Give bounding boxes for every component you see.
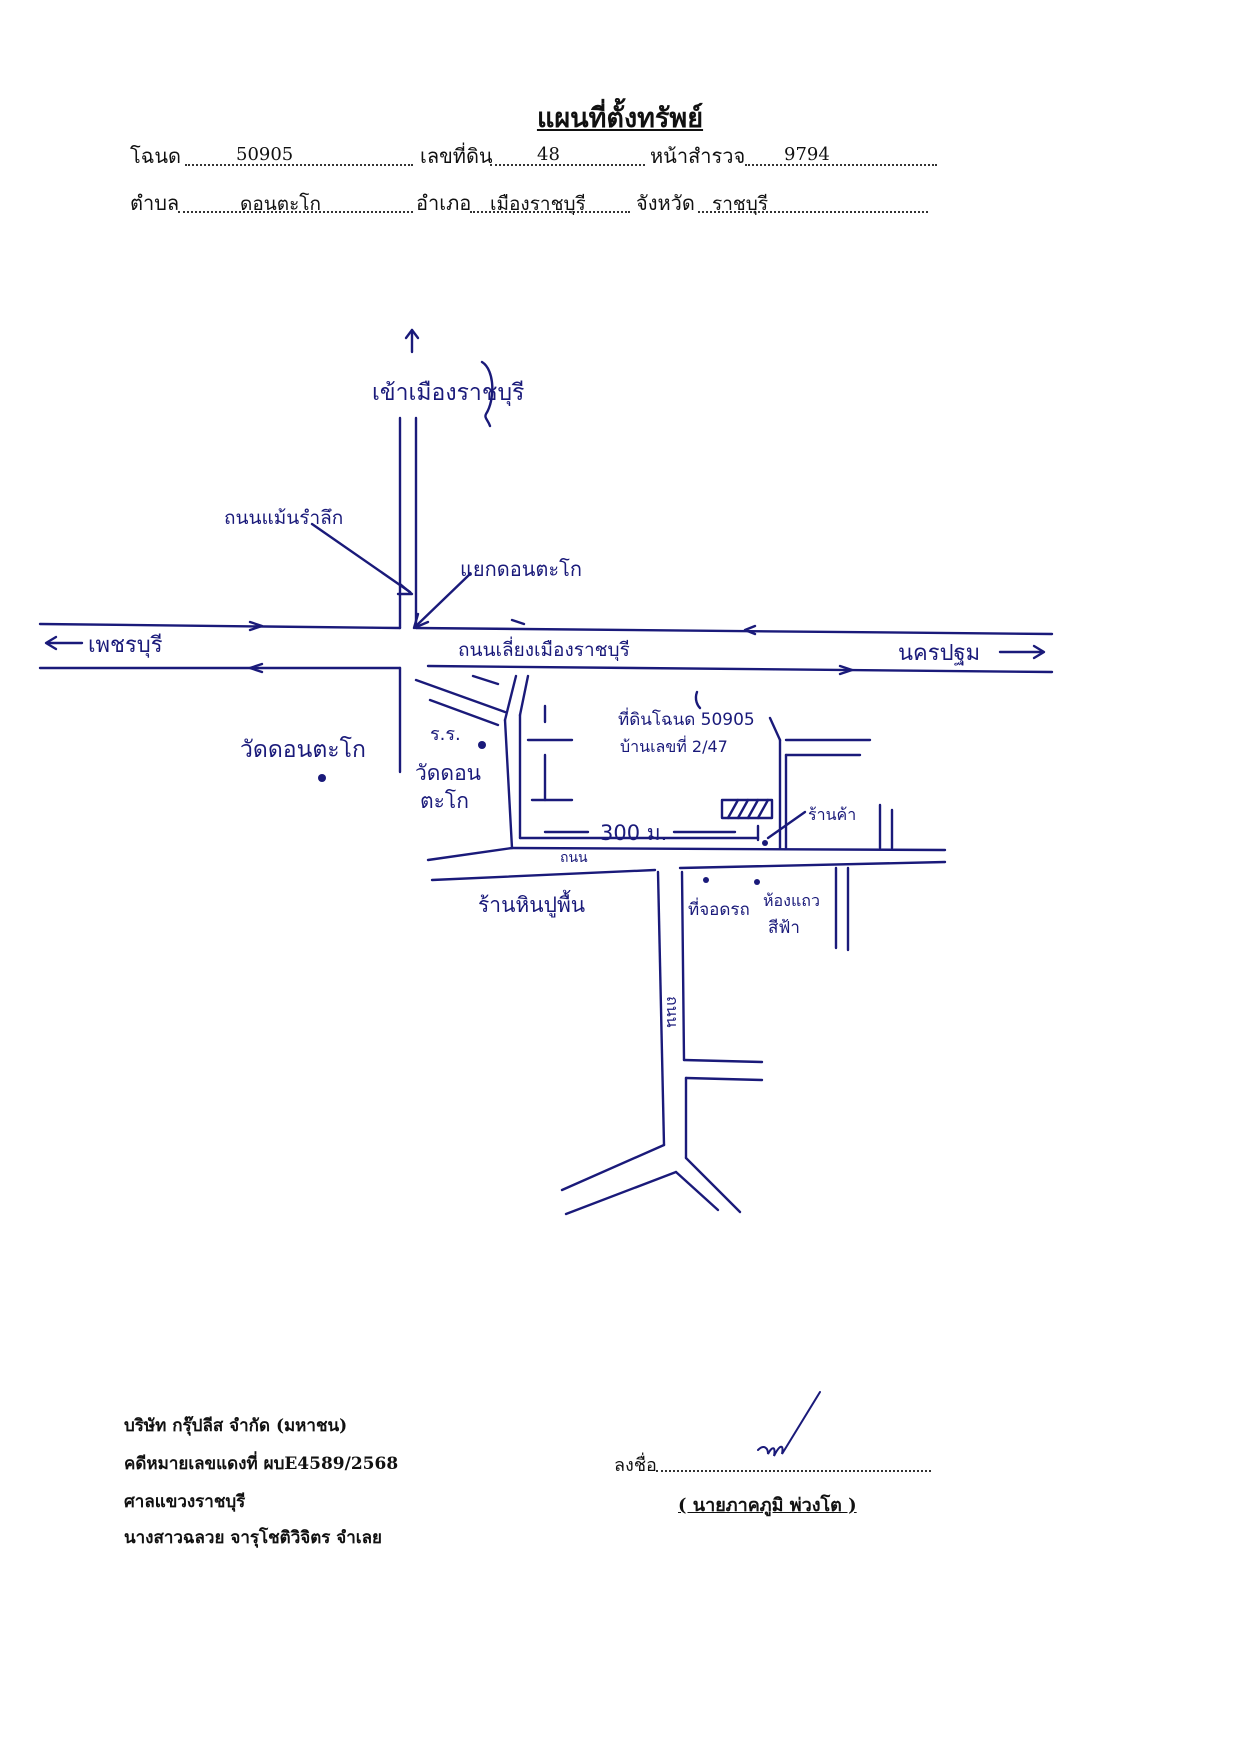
label-road-vertical: ถนน xyxy=(663,996,682,1028)
map-landmarks xyxy=(318,741,768,885)
map-roads xyxy=(38,328,1054,1216)
label-east: นครปฐม xyxy=(898,641,980,666)
shop-dot xyxy=(762,840,768,846)
label-distance: 300 ม. xyxy=(600,821,667,845)
signature-mark xyxy=(757,1391,821,1457)
school-dot xyxy=(478,741,486,749)
deed-dotline xyxy=(185,164,413,166)
district-label: อำเภอ xyxy=(416,191,472,215)
label-school-3: ตะโก xyxy=(420,789,469,813)
land-no-value: 48 xyxy=(537,144,560,165)
label-junction: แยกดอนตะโก xyxy=(460,557,582,581)
page-title: แผนที่ตั้งทรัพย์ xyxy=(536,103,704,134)
land-no-dotline xyxy=(490,164,645,166)
label-parking: ที่จอดรถ xyxy=(688,897,750,920)
map-labels: เข้าเมืองราชบุรี ถนนแม้นรำลึก แยกดอนตะโก… xyxy=(88,380,980,1028)
label-property-1: ที่ดินโฉนด 50905 xyxy=(618,707,755,730)
province-value: ราชบุรี xyxy=(712,193,769,215)
label-north-road: เข้าเมืองราชบุรี xyxy=(372,380,524,406)
label-school-1: ร.ร. xyxy=(430,724,461,745)
label-shop: ร้านค้า xyxy=(808,805,856,824)
label-toilet-2: สีฟ้า xyxy=(768,918,800,938)
subdistrict-label: ตำบล xyxy=(130,191,180,215)
field-row-2: ตำบล ดอนตะโก อำเภอ เมืองราชบุรี จังหวัด … xyxy=(0,187,1240,227)
footer-company: บริษัท กรุ๊ปลีส จำกัด (มหาชน) xyxy=(124,1416,348,1436)
survey-value: 9794 xyxy=(784,144,830,165)
parking-dot xyxy=(703,877,709,883)
footer-court: ศาลแขวงราชบุรี xyxy=(124,1492,246,1512)
temple-dot xyxy=(318,774,326,782)
district-dotline xyxy=(470,211,630,213)
label-west: เพชรบุรี xyxy=(88,633,163,658)
footer-case: คดีหมายเลขแดงที่ ผบE4589/2568 xyxy=(124,1454,399,1474)
district-value: เมืองราชบุรี xyxy=(490,193,586,215)
toilet-dot xyxy=(754,879,760,885)
label-school-2: วัดดอน xyxy=(415,761,481,785)
sign-label: ลงชื่อ xyxy=(614,1455,657,1476)
label-road-name: ถนนแม้นรำลึก xyxy=(224,507,343,529)
deed-value: 50905 xyxy=(236,144,294,165)
footer-defendant: นางสาวฉลวย จารุโชติวิจิตร จำเลย xyxy=(124,1528,382,1548)
field-row-1: โฉนด 50905 เลขที่ดิน 48 หน้าสำรวจ 9794 xyxy=(0,140,1240,180)
label-property-2: บ้านเลขที่ 2/47 xyxy=(620,735,728,756)
label-temple: วัดดอนตะโก xyxy=(240,736,366,763)
label-road-small: ถนน xyxy=(560,850,588,866)
land-no-label: เลขที่ดิน xyxy=(420,144,493,168)
deed-label: โฉนด xyxy=(130,144,182,168)
survey-dotline xyxy=(745,164,937,166)
sign-dotline xyxy=(656,1470,931,1472)
label-main-road: ถนนเลี่ยงเมืองราชบุรี xyxy=(458,636,630,662)
label-shop-phone: ร้านหินปูพื้น xyxy=(478,890,585,918)
survey-label: หน้าสำรวจ xyxy=(650,144,746,168)
label-toilet-1: ห้องแถว xyxy=(763,891,820,910)
province-dotline xyxy=(698,211,928,213)
subdistrict-value: ดอนตะโก xyxy=(240,193,321,215)
province-label: จังหวัด xyxy=(636,191,695,215)
signer-name: ( นายภาคภูมิ พ่วงโต ) xyxy=(678,1495,857,1516)
subdistrict-dotline xyxy=(178,211,413,213)
